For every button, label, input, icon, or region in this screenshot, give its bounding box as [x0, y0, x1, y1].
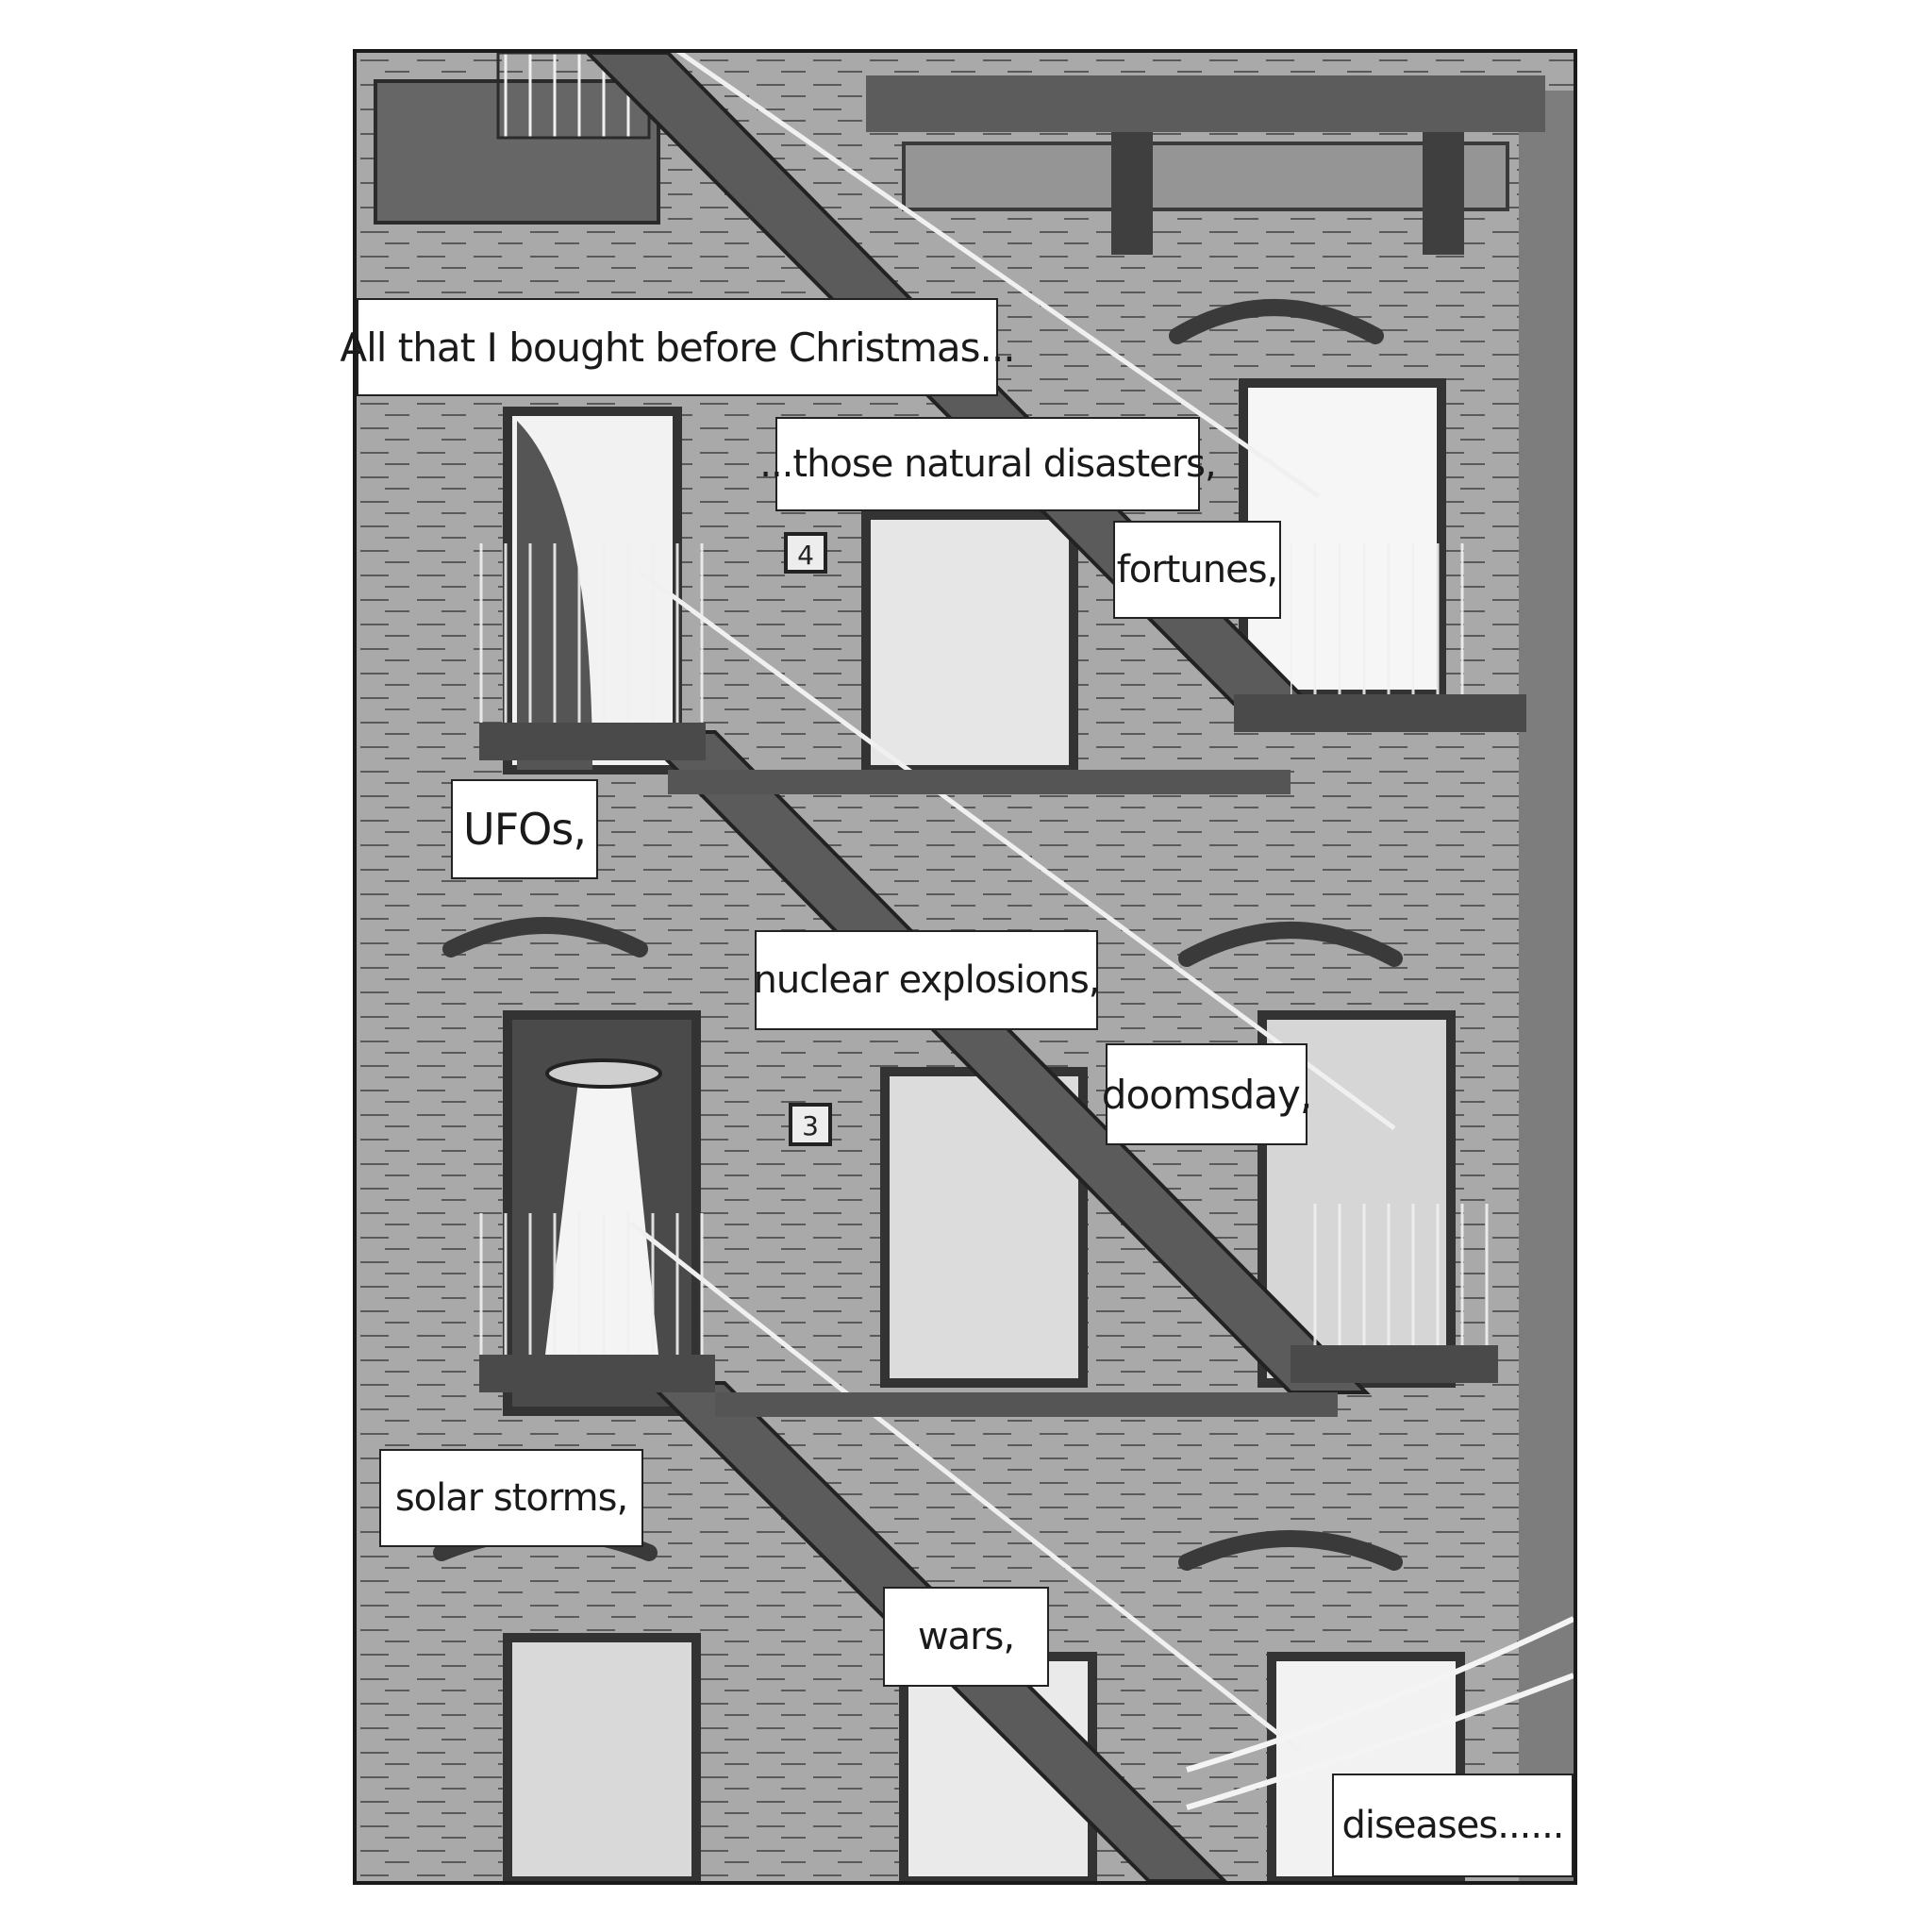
caption-fortunes: fortunes, — [1113, 521, 1281, 619]
window-arches — [433, 299, 1403, 1571]
power-line — [1186, 1673, 1574, 1810]
door-number: 3 — [802, 1110, 819, 1141]
caption-diseases: diseases...... — [1332, 1774, 1574, 1877]
window — [861, 510, 1078, 774]
caption-nuclear-explosions: nuclear explosions, — [754, 930, 1101, 1030]
caption-solar-storms: solar storms, — [379, 1449, 643, 1547]
caption-ufos: UFOs, — [451, 779, 598, 879]
door-number-plate — [789, 1103, 832, 1146]
door-number-plate — [784, 532, 827, 574]
ufo-icon — [545, 1058, 662, 1089]
caption-doomsday: doomsday, — [1102, 1043, 1312, 1145]
cornice-bracket — [1423, 132, 1464, 255]
caption-christmas: All that I bought before Christmas... — [340, 298, 1016, 396]
caption-wars: wars, — [883, 1587, 1049, 1687]
door-number: 4 — [797, 540, 814, 571]
caption-natural-disasters: ...those natural disasters, — [759, 417, 1217, 511]
power-line — [1186, 1616, 1574, 1773]
cornice-bracket — [1111, 132, 1153, 255]
right-pilaster — [1519, 91, 1574, 1881]
cornice — [866, 75, 1545, 132]
window — [503, 1633, 701, 1881]
cornice-panel — [902, 142, 1509, 211]
